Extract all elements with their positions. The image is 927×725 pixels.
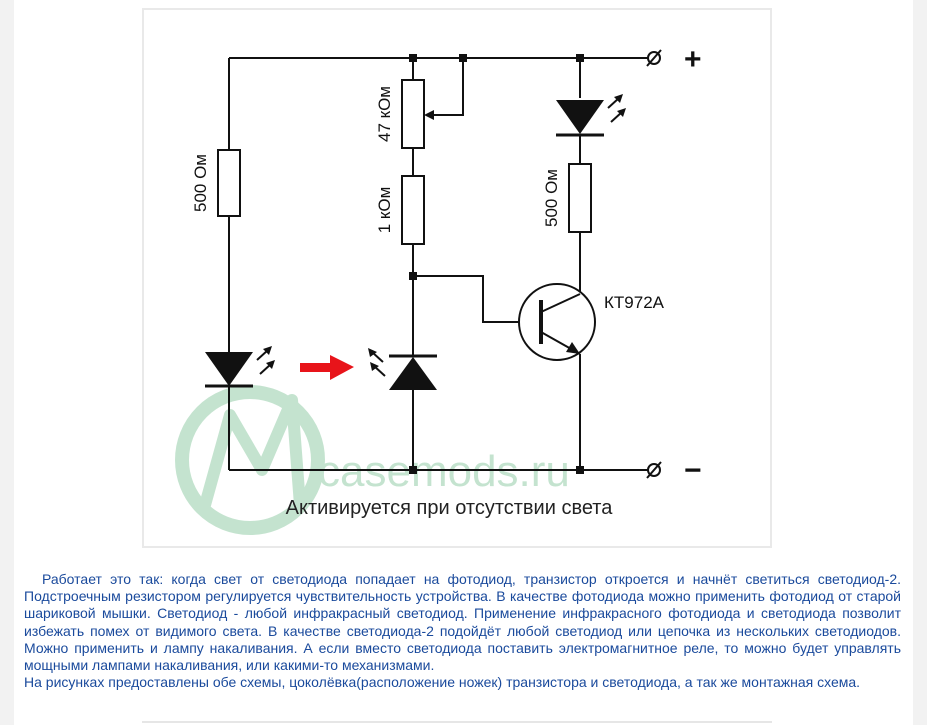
watermark-ring-icon bbox=[175, 385, 325, 535]
junction-dot bbox=[576, 54, 584, 62]
resistor-right bbox=[568, 163, 592, 233]
junction-dot bbox=[409, 54, 417, 62]
watermark: casemods.ru bbox=[175, 385, 570, 535]
article-paragraph: На рисунках предоставлены обе схемы, цок… bbox=[24, 674, 861, 691]
terminals bbox=[646, 49, 662, 479]
junction-dot bbox=[459, 54, 467, 62]
minus-label: − bbox=[684, 454, 702, 487]
article-text: Работает это так: когда свет от светодио… bbox=[24, 571, 901, 691]
circuit-figure bbox=[142, 8, 772, 548]
transistor-icon bbox=[518, 283, 596, 361]
diagram-caption: Активируется при отсутствии света bbox=[286, 497, 614, 519]
potentiometer-wiper-wire bbox=[432, 58, 464, 116]
resistor-right-label: 500 Ом bbox=[542, 169, 561, 227]
potentiometer bbox=[401, 79, 425, 149]
junction-dots bbox=[409, 54, 584, 474]
article-paragraph: Работает это так: когда свет от светодио… bbox=[24, 571, 901, 674]
watermark-text: casemods.ru bbox=[318, 447, 570, 496]
transistor-label: КТ972А bbox=[604, 293, 665, 312]
resistor-left-label: 500 Ом bbox=[191, 154, 210, 212]
resistors bbox=[217, 79, 592, 245]
wiper-arrow-icon bbox=[424, 110, 434, 120]
watermark-m-icon bbox=[199, 394, 306, 507]
potentiometer-label: 47 кОм bbox=[375, 86, 394, 142]
resistor-middle bbox=[401, 175, 425, 245]
junction-dot bbox=[576, 466, 584, 474]
junction-dot bbox=[409, 272, 417, 280]
led-output-icon bbox=[556, 94, 626, 137]
resistor-middle-label: 1 кОм bbox=[375, 187, 394, 234]
junction-dot bbox=[409, 466, 417, 474]
photodiode-icon bbox=[368, 348, 437, 390]
base-wire bbox=[413, 275, 540, 323]
resistor-left bbox=[217, 149, 241, 217]
circuit-schematic: casemods.ru + − bbox=[175, 43, 702, 535]
divider bbox=[142, 721, 772, 723]
led-emitter-icon bbox=[205, 346, 275, 388]
plus-label: + bbox=[684, 43, 702, 76]
light-arrow-icon bbox=[300, 355, 354, 380]
